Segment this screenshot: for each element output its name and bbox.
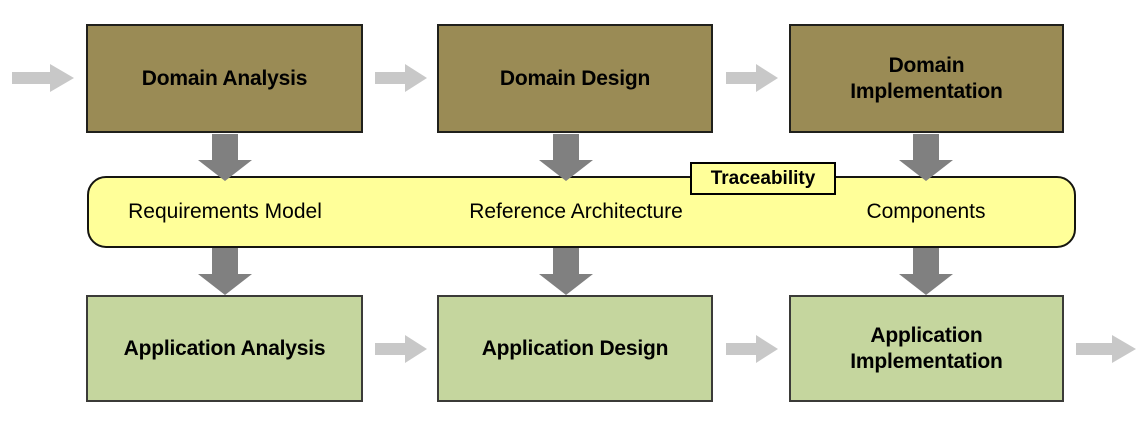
arrow-application-design-to-application-implementation-icon: [726, 334, 778, 364]
arrow-reference-architecture-to-application-design-icon: [538, 248, 594, 296]
band-item-reference-architecture: Reference Architecture: [436, 190, 716, 234]
band-item-requirements-model: Requirements Model: [85, 190, 365, 234]
band-item-label: Requirements Model: [128, 200, 322, 223]
box-domain-design[interactable]: Domain Design: [437, 24, 713, 133]
band-item-components: Components: [786, 190, 1066, 234]
arrow-out-of-application-implementation-icon: [1076, 334, 1136, 364]
traceability-label: Traceability: [690, 162, 836, 195]
traceability-text: Traceability: [710, 167, 816, 189]
arrow-application-analysis-to-application-design-icon: [375, 334, 427, 364]
arrow-domain-design-to-domain-implementation-icon: [726, 63, 778, 93]
arrow-components-to-application-implementation-icon: [898, 248, 954, 296]
arrow-domain-implementation-to-components-icon: [898, 134, 954, 182]
box-application-analysis[interactable]: Application Analysis: [86, 295, 363, 402]
band-item-label: Components: [866, 200, 986, 223]
arrow-domain-analysis-to-domain-design-icon: [375, 63, 427, 93]
box-label: Application Design: [481, 336, 669, 360]
artifact-band: [87, 176, 1076, 248]
arrow-requirements-model-to-application-analysis-icon: [197, 248, 253, 296]
box-domain-analysis[interactable]: Domain Analysis: [86, 24, 363, 133]
box-application-design[interactable]: Application Design: [437, 295, 713, 402]
box-label: Domain Design: [499, 66, 651, 90]
box-label: Domain Analysis: [141, 66, 308, 90]
box-label: Application Analysis: [123, 336, 326, 360]
arrow-domain-design-to-reference-architecture-icon: [538, 134, 594, 182]
band-item-label: Reference Architecture: [469, 200, 683, 223]
arrow-domain-analysis-to-requirements-model-icon: [197, 134, 253, 182]
arrow-into-domain-analysis-icon: [12, 63, 74, 93]
